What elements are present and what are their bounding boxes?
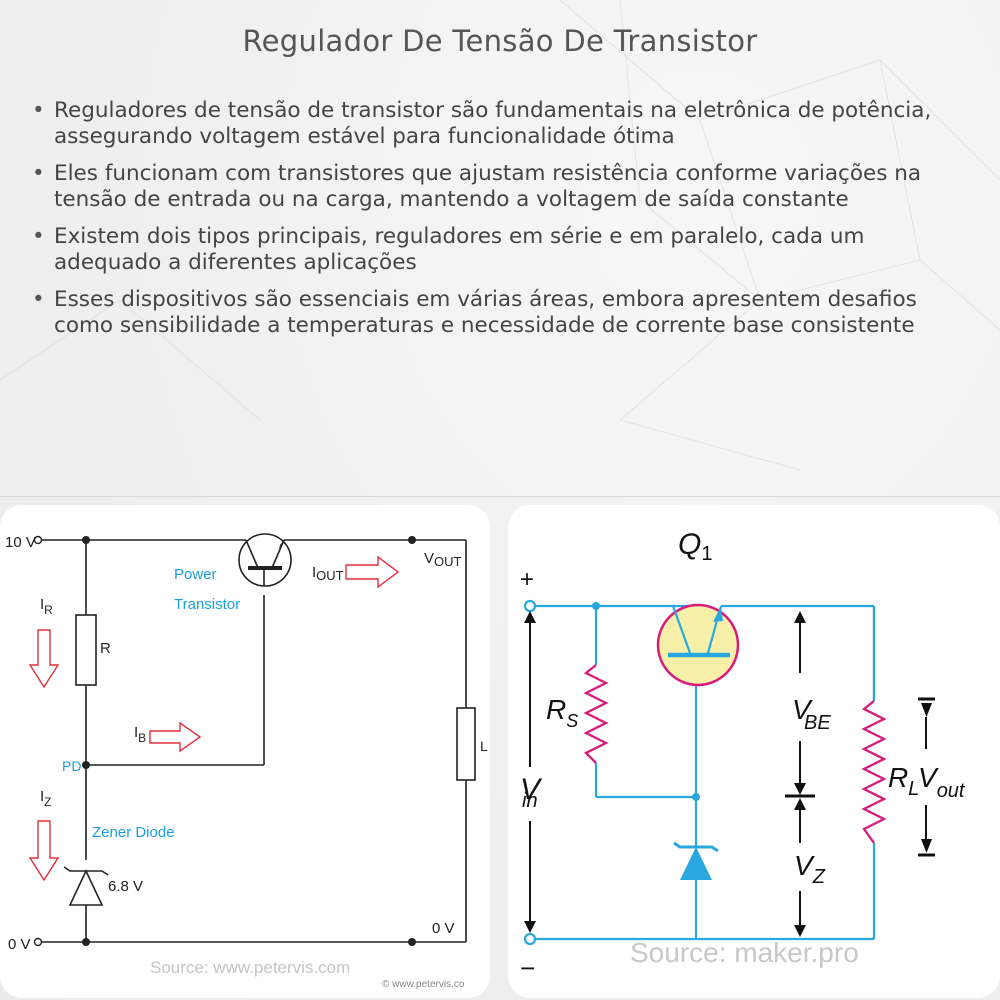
rs-label: RS: [546, 694, 578, 731]
ib-label: IB: [134, 724, 146, 745]
current-arrow-iz: [28, 820, 60, 882]
vout-label: VOUT: [424, 550, 462, 569]
page-title: Regulador De Tensão De Transistor: [242, 24, 758, 58]
zener-value-label: 6.8 V: [108, 878, 143, 895]
q1-label: Q1: [678, 528, 712, 565]
plus-label: +: [520, 566, 534, 593]
transistor-label-line2: Transistor: [174, 596, 240, 613]
load-label: L: [480, 738, 488, 754]
vbe-label: VBE: [792, 694, 831, 734]
ground-voltage-right-label: 0 V: [432, 920, 455, 937]
series-regulator-diagram: 10 V 0 V 0 V IR R Power Transistor IOUT …: [0, 505, 490, 998]
current-arrow-ir: [28, 629, 60, 689]
input-voltage-label: 10 V: [5, 534, 36, 551]
bullet-item: Eles funcionam com transistores que ajus…: [30, 161, 970, 213]
current-arrow-iout: [345, 555, 400, 589]
zener-label: Zener Diode: [92, 824, 175, 841]
iout-label: IOUT: [312, 564, 344, 583]
divider: [0, 496, 1000, 497]
pd-label: PD: [62, 758, 81, 774]
right-circuit-svg: Q1 + − RS Vin VBE VZ RL Vout Source: mak…: [520, 528, 966, 983]
resistor-rl: [861, 700, 887, 844]
zener-diode: [680, 847, 712, 880]
left-copyright: © www.petervis.co: [382, 979, 465, 990]
rl-label: RL: [888, 762, 919, 800]
current-arrow-ib: [149, 721, 202, 753]
transistor-label-line1: Power: [174, 566, 217, 583]
minus-label: −: [520, 953, 535, 983]
vout-label: Vout: [918, 762, 966, 802]
bullet-item: Reguladores de tensão de transistor são …: [30, 98, 970, 150]
iz-label: IZ: [40, 788, 52, 809]
bullet-item: Existem dois tipos principais, regulador…: [30, 224, 970, 276]
transistor-q1: [656, 603, 740, 687]
bullet-list: Reguladores de tensão de transistor são …: [30, 98, 970, 350]
resistor-rs: [583, 664, 609, 764]
left-circuit-svg: 10 V 0 V 0 V IR R Power Transistor IOUT …: [5, 533, 488, 990]
left-source-caption: Source: www.petervis.com: [150, 958, 350, 977]
bullet-item: Esses dispositivos são essenciais em vár…: [30, 287, 970, 339]
zener-regulator-diagram: Q1 + − RS Vin VBE VZ RL Vout Source: mak…: [508, 505, 1000, 998]
ground-voltage-label: 0 V: [8, 936, 31, 953]
resistor-label: R: [100, 640, 111, 657]
vz-label: VZ: [794, 850, 826, 888]
right-source-caption: Source: maker.pro: [630, 937, 859, 968]
current-ir-label: IR: [40, 596, 53, 617]
vin-label: Vin: [520, 773, 543, 812]
